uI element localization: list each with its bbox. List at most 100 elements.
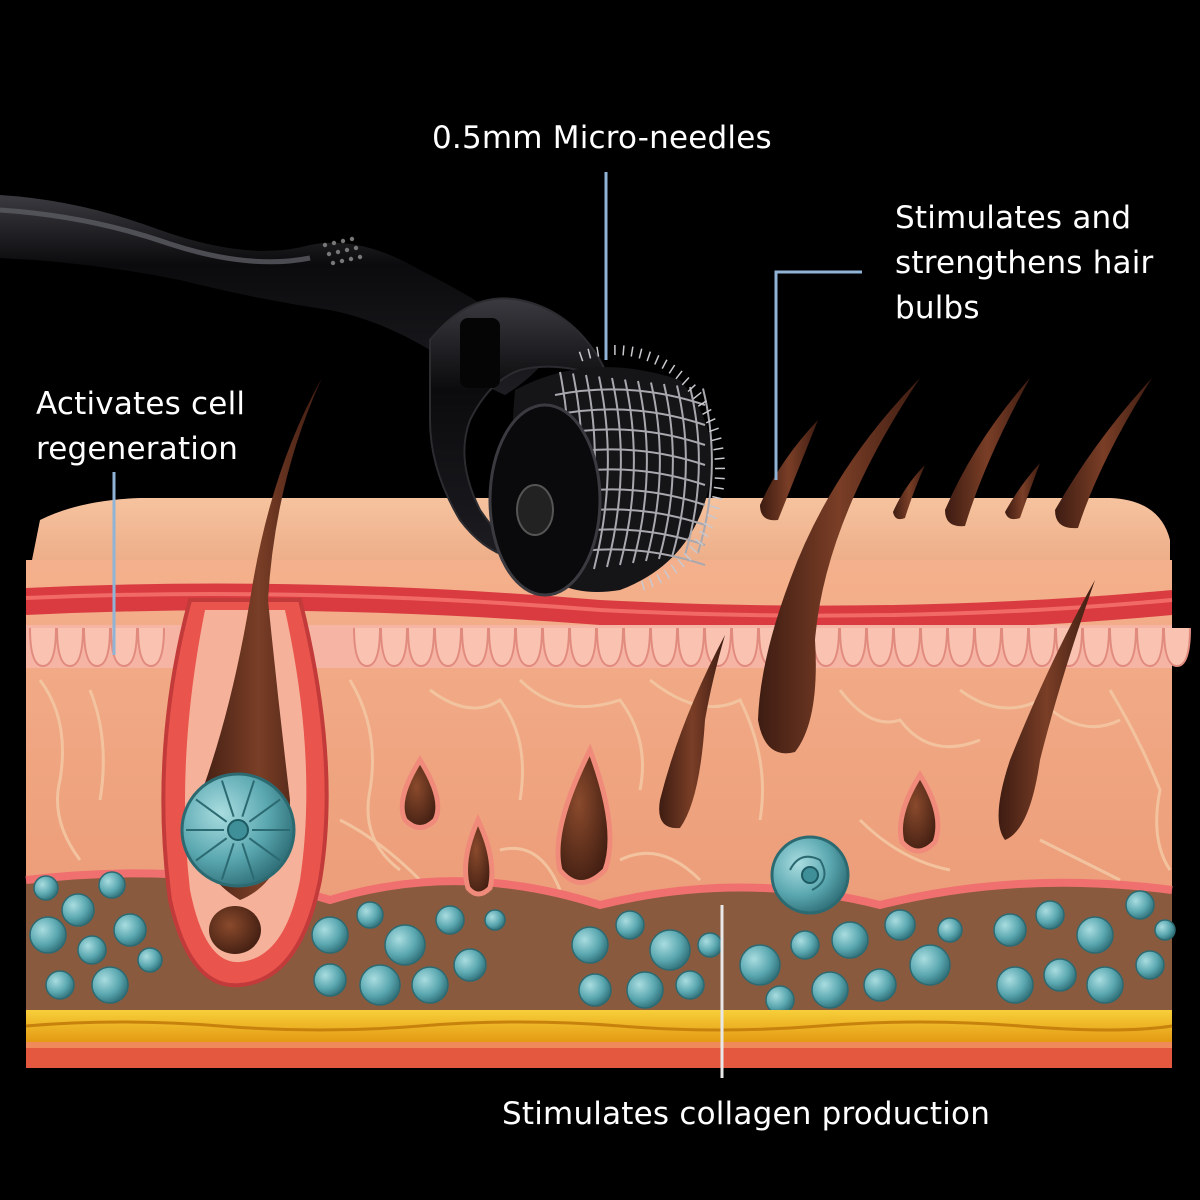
hairs: [659, 378, 1152, 840]
label-micro-needles: 0.5mm Micro-needles: [432, 120, 772, 156]
vein-line: [518, 678, 644, 791]
needle-spike: [697, 400, 707, 407]
needle-spike: [677, 558, 685, 568]
needle-row: [606, 377, 622, 568]
needle-spike: [638, 348, 643, 359]
blue-cell: [384, 924, 426, 966]
epidermal-bump: [380, 627, 408, 668]
blue-cell: [359, 964, 401, 1006]
epidermal-bump: [542, 627, 570, 668]
blue-cell: [863, 968, 897, 1002]
needle-spike: [708, 427, 719, 433]
handle-dot: [330, 260, 336, 266]
label-cell-line-1: Activates cell: [36, 386, 246, 422]
epidermal-bump: [1028, 627, 1056, 668]
blue-cell: [739, 944, 781, 986]
leader-bulbs: [774, 270, 862, 480]
blue-cell: [91, 966, 129, 1004]
epidermal-bump: [1001, 627, 1029, 668]
papilla-segment: [220, 843, 235, 880]
papilla-segment: [248, 837, 281, 862]
needle-spike: [587, 348, 592, 359]
needle-spike: [656, 573, 663, 584]
epidermal-bump: [488, 627, 516, 668]
epidermal-bump: [731, 627, 759, 668]
blue-cell: [909, 944, 951, 986]
blue-cell: [137, 947, 163, 973]
epidermal-bump: [461, 627, 489, 668]
vein-line: [1108, 689, 1172, 871]
handle-dot: [339, 258, 345, 264]
handle-dot: [348, 256, 354, 262]
vein-line: [838, 689, 981, 749]
leader-lines: [112, 172, 862, 1078]
blue-cell: [884, 909, 916, 941]
epidermal-bump: [407, 627, 435, 668]
papilla-segment: [195, 837, 228, 862]
needle-spike: [668, 364, 676, 374]
needle-spike: [694, 538, 704, 546]
blue-cell: [411, 966, 449, 1004]
needle-spike: [703, 522, 713, 529]
blue-cell: [937, 917, 963, 943]
needle-spike: [706, 513, 717, 520]
hair-follicles: [399, 743, 941, 915]
epidermal-bump: [137, 627, 165, 668]
blue-cell: [811, 971, 849, 1009]
vein-line: [339, 818, 422, 882]
epidermal-bump: [947, 627, 975, 668]
label-hair-bulbs-line-3: bulbs: [895, 290, 980, 326]
vein-line: [649, 678, 764, 821]
label-cell-line-2: regeneration: [36, 431, 239, 467]
handle-dot: [353, 245, 359, 251]
needle-spike: [646, 351, 652, 362]
needle-spike: [699, 530, 709, 538]
epidermal-bump: [1136, 627, 1164, 668]
roller-cylinder: [488, 367, 713, 597]
handle-dot: [344, 247, 350, 253]
blue-cell: [626, 971, 664, 1009]
blue-cell: [311, 916, 349, 954]
epidermal-bump: [1109, 627, 1137, 668]
epidermal-bump: [56, 627, 84, 668]
handle-dot: [326, 251, 332, 257]
epidermal-bump: [1163, 627, 1191, 668]
epidermal-bump: [515, 627, 543, 668]
epidermal-bump: [920, 627, 948, 668]
epidermal-bump: [434, 627, 462, 668]
needle-spike: [692, 391, 702, 400]
blue-cell: [578, 973, 612, 1007]
blue-cell: [790, 930, 820, 960]
epidermal-bump: [704, 627, 732, 668]
needle-spike: [578, 351, 584, 362]
papilla-segment: [195, 798, 228, 823]
needle-row: [593, 376, 609, 570]
epidermal-bump: [83, 627, 111, 668]
needle-ring: [554, 388, 706, 406]
epidermal-bump: [569, 627, 597, 668]
blue-cell: [453, 948, 487, 982]
needle-spike: [705, 417, 716, 424]
papilla-segment: [241, 843, 256, 880]
needle-ring: [554, 408, 706, 426]
blue-cell: [484, 909, 506, 931]
blue-cell: [1086, 966, 1124, 1004]
needle-spike: [648, 577, 654, 588]
vein-line: [499, 846, 562, 891]
blue-cell: [993, 913, 1027, 947]
blue-cell: [1076, 916, 1114, 954]
epidermal-bump: [623, 627, 651, 668]
vein-line: [429, 688, 524, 801]
epidermal-bump: [839, 627, 867, 668]
blue-cell: [675, 970, 705, 1000]
blue-cell: [1035, 900, 1065, 930]
handle-dot: [349, 236, 355, 242]
blue-cell: [996, 966, 1034, 1004]
blue-cell: [33, 875, 59, 901]
needle-spike: [713, 486, 724, 490]
epidermal-bump: [110, 627, 138, 668]
needle-spike: [709, 504, 720, 510]
needle-spike: [670, 564, 678, 574]
blue-cell: [435, 905, 465, 935]
